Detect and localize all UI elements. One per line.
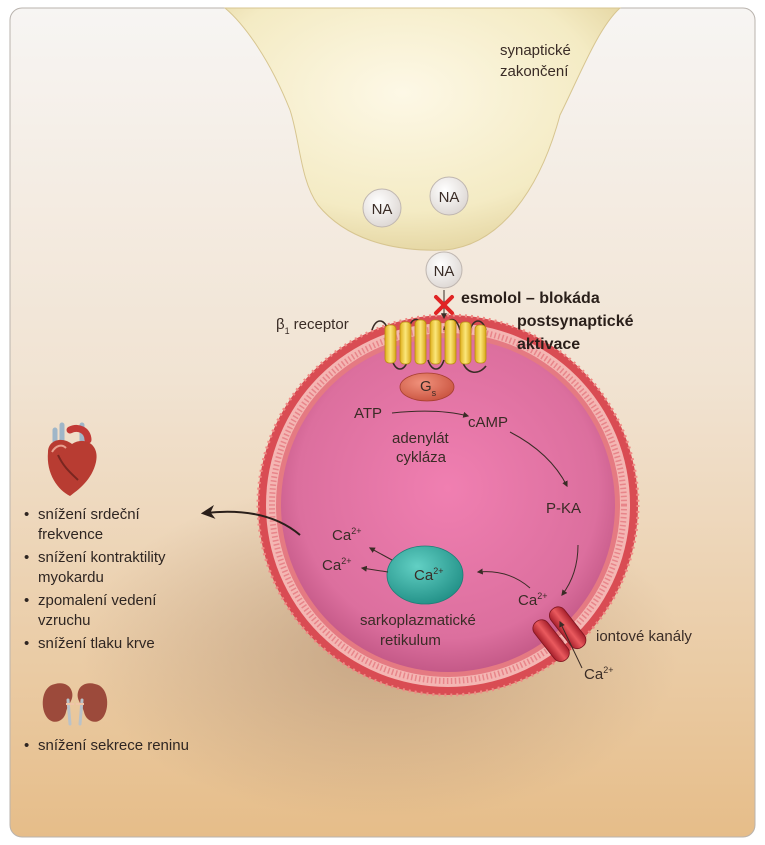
pka-label: P-KA bbox=[546, 500, 581, 517]
effect-item: • snížení sekrece reninu bbox=[24, 737, 189, 754]
effect-item: • snížení srdeční frekvence bbox=[24, 506, 141, 543]
effect-item: • snížení tlaku krve bbox=[24, 635, 155, 652]
na-label: NA bbox=[434, 263, 455, 280]
synaptic-terminal-label-2: zakončení bbox=[500, 63, 569, 80]
na-vesicle: NA bbox=[429, 176, 469, 216]
esmolol-label-3: aktivace bbox=[517, 336, 580, 353]
atp-to-camp-arrow bbox=[391, 410, 470, 418]
synaptic-terminal-label: synaptické bbox=[500, 42, 571, 59]
atp-label: ATP bbox=[354, 405, 382, 422]
kidney-effects-list: • snížení sekrece reninu bbox=[24, 737, 189, 754]
heart-effects-list: • snížení srdeční frekvence • snížení kontra… bbox=[24, 506, 166, 652]
effect-text: snížení kontraktility bbox=[38, 549, 166, 566]
effect-arrow bbox=[200, 504, 301, 536]
kidney-icon bbox=[42, 683, 108, 726]
reticulum-label-2: retikulum bbox=[380, 632, 441, 649]
ca-to-reticulum-arrow bbox=[476, 568, 531, 589]
effect-text: zpomalení vedení bbox=[38, 592, 157, 609]
bullet: • bbox=[24, 549, 29, 566]
pka-to-channel-arrow bbox=[561, 544, 579, 596]
ca-outside-label: Ca2+ bbox=[584, 665, 613, 683]
ca-released-label: Ca2+ bbox=[332, 526, 361, 544]
beta1-receptor bbox=[371, 318, 487, 373]
camp-to-pka-arrow bbox=[509, 431, 568, 488]
effect-text: snížení srdeční bbox=[38, 506, 141, 523]
effect-text: myokardu bbox=[38, 569, 104, 586]
ca-influx-arrow bbox=[559, 620, 583, 669]
ca-release-arrow bbox=[360, 565, 389, 573]
effect-text: vzruchu bbox=[38, 612, 91, 629]
adenylate-cyclase-label-2: cykláza bbox=[396, 449, 447, 466]
sarcoplasmic-reticulum: Ca2+ bbox=[386, 545, 464, 605]
effect-text: frekvence bbox=[38, 526, 103, 543]
esmolol-label-1: esmolol – blokáda bbox=[461, 290, 600, 307]
na-molecule-released: NA bbox=[425, 251, 463, 289]
ca-release-arrow bbox=[368, 547, 393, 561]
cytoplasm bbox=[281, 338, 615, 672]
effect-item: • snížení kontraktility myokardu bbox=[24, 549, 166, 586]
block-x-icon bbox=[434, 295, 454, 315]
bullet: • bbox=[24, 592, 29, 609]
ca-reticulum-label: Ca2+ bbox=[414, 566, 443, 584]
esmolol-label-2: postsynaptické bbox=[517, 313, 634, 330]
ca-released-label: Ca2+ bbox=[322, 556, 351, 574]
bullet: • bbox=[24, 635, 29, 652]
ion-channel bbox=[532, 606, 587, 662]
gs-label: Gs bbox=[420, 378, 437, 398]
bullet: • bbox=[24, 506, 29, 523]
effect-text: snížení sekrece reninu bbox=[38, 737, 189, 754]
ca-inside-label: Ca2+ bbox=[518, 591, 547, 609]
na-label: NA bbox=[372, 201, 393, 218]
effect-item: • zpomalení vedení vzruchu bbox=[24, 592, 157, 629]
heart-icon bbox=[47, 422, 97, 496]
gs-protein: Gs bbox=[399, 372, 455, 402]
cell-membrane bbox=[256, 313, 640, 697]
na-label: NA bbox=[439, 189, 460, 206]
camp-label: cAMP bbox=[468, 414, 508, 431]
na-vesicle: NA bbox=[362, 188, 402, 228]
synaptic-terminal bbox=[223, 7, 622, 251]
bullet: • bbox=[24, 737, 29, 754]
adenylate-cyclase-label: adenylát bbox=[392, 430, 450, 447]
effect-text: snížení tlaku krve bbox=[38, 635, 155, 652]
ion-channels-label: iontové kanály bbox=[596, 628, 692, 645]
reticulum-label: sarkoplazmatické bbox=[360, 612, 476, 629]
